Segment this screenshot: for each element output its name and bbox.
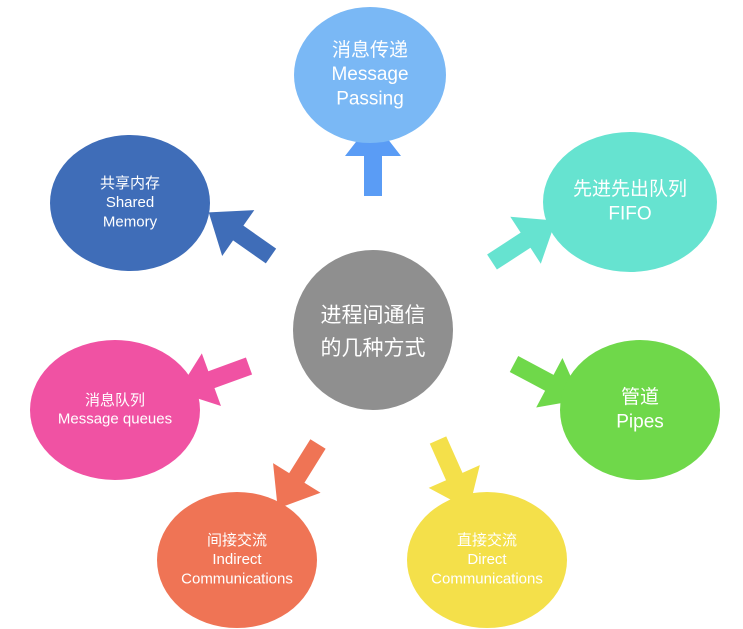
message-passing-label-en2: Passing [336,89,404,110]
message-passing-label-zh: 消息传递 [332,39,408,61]
center-node: 进程间通信 的几种方式 [293,250,453,410]
direct-ellipse [407,492,567,628]
node-message-queues: 消息队列 Message queues [30,340,200,480]
arrow-to-shared-memory [208,210,277,264]
indirect-ellipse [157,492,317,628]
center-label-line1: 进程间通信 [321,303,426,327]
indirect-label-en2: Communications [181,570,293,587]
direct-label-en2: Communications [431,570,543,587]
indirect-label-zh: 间接交流 [207,531,267,549]
direct-label-zh: 直接交流 [457,531,517,549]
center-circle [293,250,453,410]
fifo-label-en1: FIFO [608,203,651,224]
node-pipes: 管道 Pipes [560,340,720,480]
arrow-to-fifo [487,216,556,270]
indirect-label-en1: Indirect [212,551,262,568]
pipes-label-en1: Pipes [616,411,664,432]
direct-label-en1: Direct [467,551,507,568]
message-passing-label-en1: Message [331,64,408,85]
arrow-to-direct [428,436,480,510]
arrows-layer [177,120,582,510]
shared-memory-ellipse [50,135,210,271]
shared-memory-label-en1: Shared [106,194,154,211]
shared-memory-label-en2: Memory [103,213,158,230]
message-queues-label-en1: Message queues [58,411,172,428]
message-queues-label-zh: 消息队列 [85,391,145,409]
arrow-to-indirect [273,439,326,509]
fifo-ellipse [543,132,717,272]
pipes-ellipse [560,340,720,480]
fifo-label-zh: 先进先出队列 [573,178,687,200]
pipes-label-zh: 管道 [621,386,659,408]
message-queues-ellipse [30,340,200,480]
node-fifo: 先进先出队列 FIFO [543,132,717,272]
message-passing-ellipse [294,7,446,143]
shared-memory-label-zh: 共享内存 [100,174,160,192]
center-label-line2: 的几种方式 [321,336,426,360]
